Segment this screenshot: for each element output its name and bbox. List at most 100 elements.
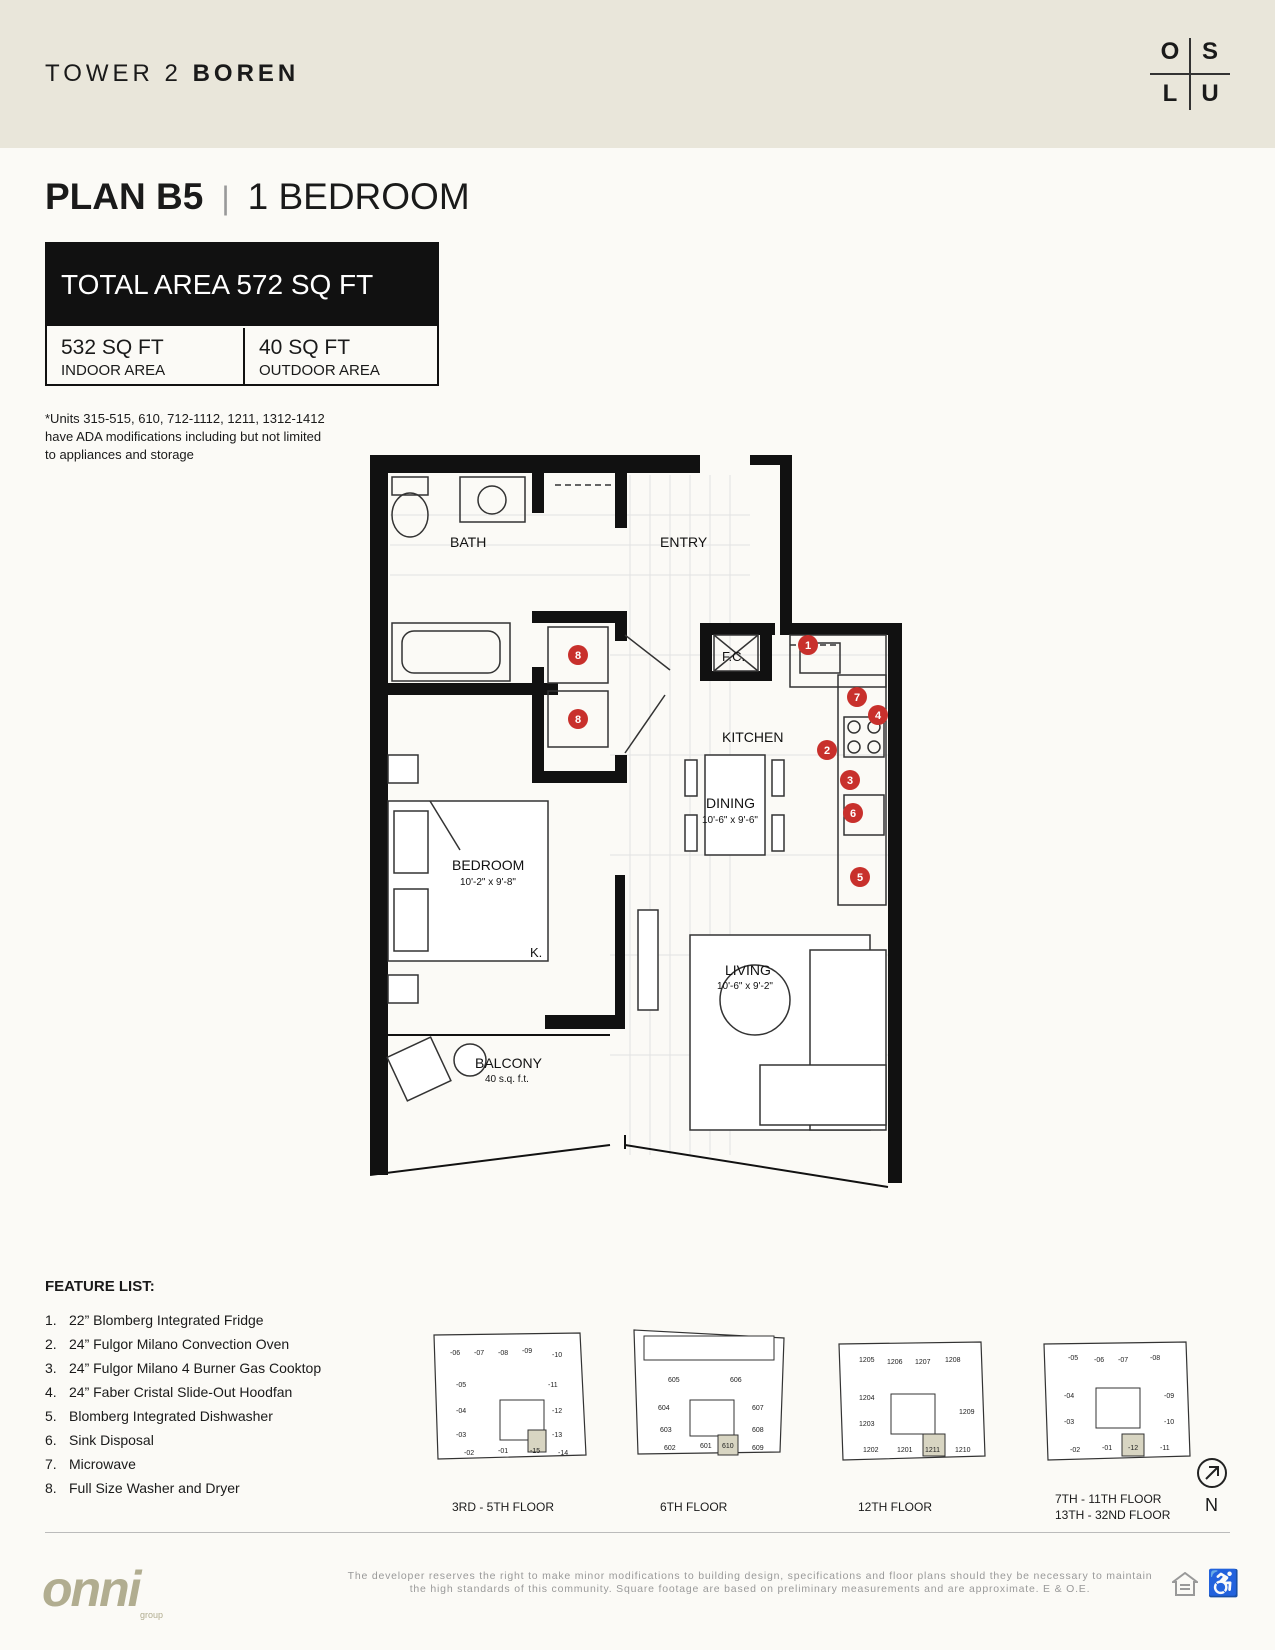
feature-marker-3: 3 (840, 770, 860, 790)
indoor-area-cell: 532 SQ FT INDOOR AREA (47, 328, 245, 386)
header-band (0, 0, 1275, 148)
keyplan-unit-labels: -05-06 -07-08 -04-09 -03-10 -02-01 -12-1… (1064, 1355, 1174, 1454)
outdoor-area-cell: 40 SQ FT OUTDOOR AREA (245, 328, 439, 386)
feature-list: 1.22” Blomberg Integrated Fridge 2.24” F… (45, 1312, 321, 1504)
svg-text:-08: -08 (498, 1350, 508, 1357)
svg-text:-01: -01 (498, 1448, 508, 1455)
keyplan-label-7th-11th: 7TH - 11TH FLOOR (1055, 1492, 1162, 1506)
logo-letter-s: S (1201, 38, 1218, 65)
svg-text:5: 5 (857, 872, 863, 884)
svg-text:1204: 1204 (859, 1395, 875, 1402)
svg-text:-11: -11 (548, 1382, 558, 1389)
floor-plan: BATH ENTRY F.C. KITCHEN DINING 10'-6" x … (370, 455, 902, 1188)
compass-label: N (1205, 1495, 1218, 1515)
bed-size-label: K. (530, 945, 542, 960)
svg-text:-04: -04 (1064, 1393, 1074, 1400)
bath-fixtures (391, 476, 615, 682)
feature-marker-4: 4 (868, 705, 888, 725)
room-label-living: LIVING (725, 962, 771, 978)
footer-divider (45, 1532, 1230, 1533)
svg-text:610: 610 (722, 1443, 734, 1450)
svg-text:1210: 1210 (955, 1447, 971, 1454)
svg-text:-12: -12 (552, 1408, 562, 1415)
tower-name: BOREN (192, 60, 300, 87)
svg-text:-05: -05 (1068, 1355, 1078, 1362)
svg-text:3: 3 (847, 775, 853, 787)
svg-text:-05: -05 (456, 1382, 466, 1389)
feature-marker-5: 5 (850, 867, 870, 887)
svg-text:2: 2 (824, 745, 830, 757)
room-label-entry: ENTRY (660, 534, 708, 550)
svg-text:-15: -15 (530, 1448, 540, 1455)
dining-table (684, 754, 785, 856)
washer-dryer-closet (547, 626, 671, 754)
equal-housing-icon (1172, 1572, 1198, 1596)
feature-list-title: FEATURE LIST: (45, 1278, 155, 1295)
feature-item: 7.Microwave (45, 1456, 136, 1472)
svg-text:-06: -06 (1094, 1357, 1104, 1364)
svg-text:-11: -11 (1160, 1445, 1170, 1452)
svg-text:-03: -03 (1064, 1419, 1074, 1426)
oslu-logo: O S L U (1150, 38, 1230, 110)
logo-letter-u: U (1201, 80, 1219, 107)
area-summary: TOTAL AREA 572 SQ FT 532 SQ FT INDOOR AR… (45, 242, 439, 386)
keyplan-label-6th: 6TH FLOOR (660, 1500, 728, 1514)
svg-text:-07: -07 (1118, 1357, 1128, 1364)
living-furniture (386, 909, 887, 1131)
tower-prefix: TOWER 2 (45, 60, 182, 87)
feature-item: 3.24” Fulgor Milano 4 Burner Gas Cooktop (45, 1360, 322, 1376)
plan-code: PLAN B5 (45, 176, 204, 217)
svg-text:1205: 1205 (859, 1357, 875, 1364)
svg-text:-08: -08 (1150, 1355, 1160, 1362)
bedroom-furniture (387, 754, 549, 1004)
feature-item: 1.22” Blomberg Integrated Fridge (45, 1312, 264, 1328)
svg-text:1206: 1206 (887, 1359, 903, 1366)
feature-marker-7: 7 (847, 687, 867, 707)
outdoor-area-label: OUTDOOR AREA (259, 362, 380, 379)
keyplan-unit-labels: -06-07 -08-09 -10-05 -11-04 -12-03 -13-0… (450, 1348, 568, 1457)
fc-closet (713, 634, 759, 672)
logo-divider-horizontal (1150, 73, 1230, 75)
svg-text:-06: -06 (450, 1350, 460, 1357)
svg-text:1211: 1211 (925, 1447, 940, 1454)
svg-text:1208: 1208 (945, 1357, 961, 1364)
svg-text:1202: 1202 (863, 1447, 879, 1454)
svg-text:-02: -02 (1070, 1447, 1080, 1454)
room-label-bath: BATH (450, 534, 486, 550)
svg-text:606: 606 (730, 1377, 742, 1384)
feature-item: 5.Blomberg Integrated Dishwasher (45, 1408, 273, 1424)
svg-text:601: 601 (700, 1443, 712, 1450)
balcony-railing (370, 1034, 889, 1188)
svg-text:-02: -02 (464, 1450, 474, 1457)
plan-type: 1 BEDROOM (247, 176, 470, 217)
accessibility-icon: ♿ (1207, 1568, 1240, 1598)
svg-text:-09: -09 (1164, 1393, 1174, 1400)
north-arrow-icon (1197, 1458, 1227, 1488)
svg-text:-12: -12 (1128, 1445, 1138, 1452)
feature-item: 4.24” Faber Cristal Slide-Out Hoodfan (45, 1384, 293, 1400)
feature-item: 8.Full Size Washer and Dryer (45, 1480, 240, 1496)
svg-text:-01: -01 (1102, 1445, 1112, 1452)
svg-text:605: 605 (668, 1377, 680, 1384)
svg-text:-14: -14 (558, 1450, 568, 1457)
onni-logo: onni (42, 1561, 142, 1617)
svg-text:1207: 1207 (915, 1359, 931, 1366)
svg-text:1: 1 (805, 640, 811, 652)
feature-item: 6.Sink Disposal (45, 1432, 154, 1448)
svg-text:602: 602 (664, 1445, 676, 1452)
balcony-area: 40 s.q. f.t. (485, 1074, 529, 1085)
room-label-dining: DINING (706, 795, 755, 811)
svg-text:8: 8 (575, 650, 581, 662)
svg-text:-07: -07 (474, 1350, 484, 1357)
keyplan-3rd-5th: -06-07 -08-09 -10-05 -11-04 -12-03 -13-0… (433, 1332, 587, 1460)
svg-text:609: 609 (752, 1445, 764, 1452)
svg-text:7: 7 (854, 692, 860, 704)
logo-letter-l: L (1162, 80, 1178, 107)
svg-text:-03: -03 (456, 1432, 466, 1439)
room-label-balcony: BALCONY (475, 1055, 543, 1071)
feature-marker-1: 1 (798, 635, 818, 655)
feature-marker-8b: 8 (568, 709, 588, 729)
keyplan-label-3rd-5th: 3RD - 5TH FLOOR (452, 1500, 555, 1514)
tower-title: TOWER 2 BOREN (45, 60, 299, 88)
